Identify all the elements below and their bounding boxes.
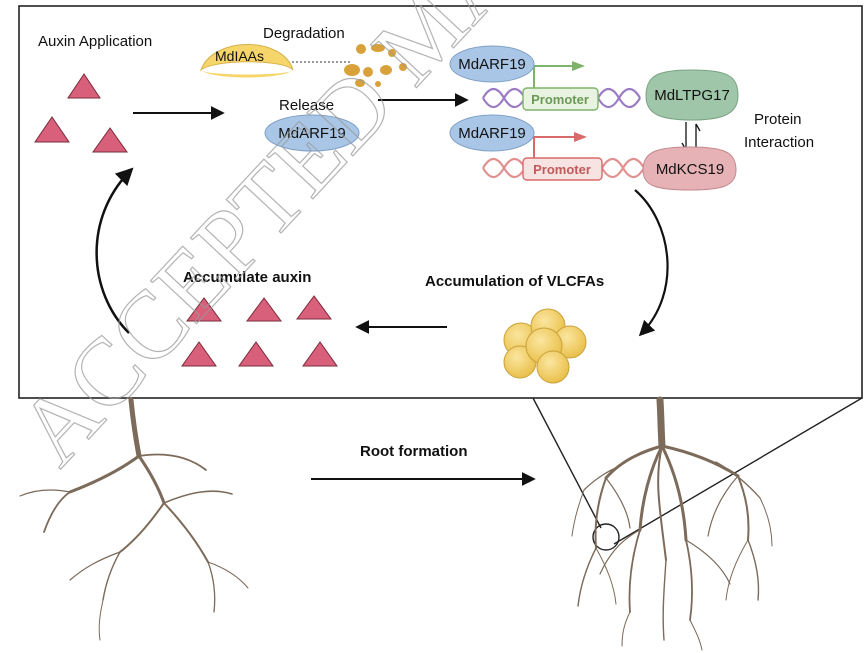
mdarf19-released-shape [264,114,360,152]
mdarf19-bottom-label: MdARF19 [458,125,526,142]
root-large [571,396,773,651]
zoom-callout [532,397,863,551]
watermark: ACCEPTED MANUSCRIPT [0,0,853,485]
mdltpg17-label: MdLTPG17 [654,87,730,104]
vlcfa-droplets [503,308,587,384]
mdarf19-top-label: MdARF19 [458,56,526,73]
accumulation-vlcfas-label: Accumulation of VLCFAs [425,273,604,290]
promoter-top-label: Promoter [531,92,589,107]
promoter-top-arrow [533,65,572,88]
degradation-label: Degradation [263,25,345,42]
panel-frame [18,5,863,399]
arrow-gene-to-vlcfa [634,189,669,337]
promoter-bottom-arrow [533,136,574,158]
dna-strand-top [482,87,641,109]
mdarf19-bottom-shape [449,114,535,152]
dna-strand-bottom [482,157,645,179]
arrow-cycle-back [95,167,134,334]
promoter-top-box [522,87,599,111]
mdkcs19-shape [642,146,737,191]
auxin-triangles-top [34,73,128,153]
mdarf19-top-shape [449,45,535,83]
degradation-fragments [344,44,407,87]
mdiaas-label: MdIAAs [215,48,264,64]
mdarf19-released-label: MdARF19 [278,125,346,142]
auxin-triangles-bottom [181,295,338,367]
protein-interaction-label-1: Protein [754,111,802,128]
promoter-bottom-label: Promoter [533,162,591,177]
mdkcs19-label: MdKCS19 [656,161,724,178]
mdiaas-shape [199,44,294,72]
root-formation-label: Root formation [360,443,467,460]
release-label: Release [279,97,334,114]
promoter-bottom-box [522,157,603,181]
accumulate-auxin-label: Accumulate auxin [183,269,311,286]
protein-interaction-label-2: Interaction [744,134,814,151]
root-small [19,397,249,641]
auxin-application-label: Auxin Application [38,33,152,50]
mdltpg17-shape [645,69,739,121]
